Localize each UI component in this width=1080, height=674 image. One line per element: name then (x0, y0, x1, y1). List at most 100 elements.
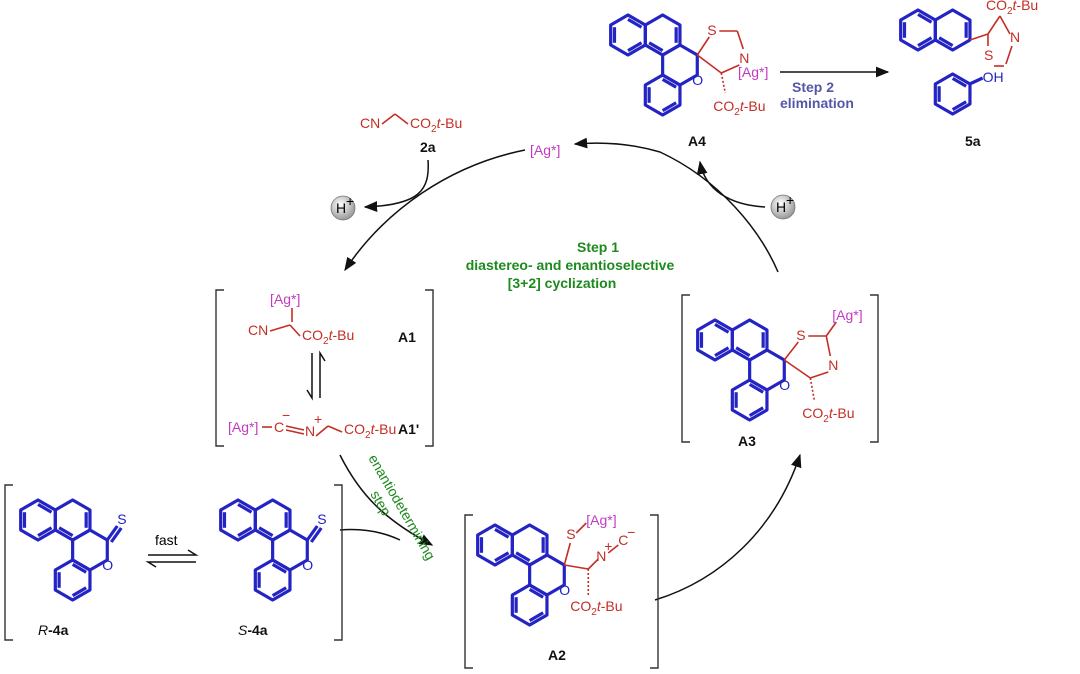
ester-part: t (1013, 0, 1018, 13)
A2-ester: CO2t-Bu (570, 598, 622, 618)
step2-catalyst: [Ag*] (738, 64, 768, 80)
4a-bracket-right (334, 484, 343, 641)
step1-cyclization: [3+2] cyclization (508, 275, 617, 291)
ester-part: CO (570, 598, 591, 614)
OH-bond (968, 76, 984, 86)
equilibrium-A1-up (319, 350, 326, 398)
minus-charge: − (627, 524, 635, 540)
double-bond (938, 36, 954, 47)
nitrogen-atom: N (739, 50, 749, 66)
double-bond (648, 41, 664, 52)
ester-part: t (740, 98, 745, 114)
oxygen-atom: O (779, 377, 790, 393)
double-bond (71, 563, 87, 574)
label-A1: A1 (398, 329, 416, 345)
A3-bracket-right (870, 294, 879, 443)
2a-cyano: CN (360, 115, 380, 131)
2a-bond (381, 113, 396, 125)
ester-part: t (829, 405, 834, 421)
ester-part: 2 (1007, 6, 1013, 17)
S-Ag-bond (575, 522, 587, 534)
A1p-nitrogen: N (305, 423, 315, 439)
ring-bond (783, 359, 811, 379)
double-bond (917, 13, 933, 24)
naphthalene-ring-right (933, 8, 972, 52)
double-bond (951, 100, 967, 111)
double-bond (627, 18, 643, 29)
nitrogen-atom: N (596, 548, 606, 564)
benzene-ring (730, 378, 769, 422)
ester-part: CO (344, 421, 365, 437)
arrow-H-out-to-A4 (696, 160, 766, 208)
catalyst-label: [Ag*] (832, 307, 862, 323)
cycle-arrow-to-A2 (339, 454, 434, 546)
ring-bond (696, 54, 722, 74)
ester-part: CO (410, 115, 431, 131)
catalyst-top: [Ag*] (530, 142, 560, 158)
sulfur-atom: S (117, 511, 126, 527)
double-bond (237, 526, 253, 537)
A2-bracket-right (650, 514, 659, 669)
ring-bond (783, 341, 799, 361)
benzene-ring (510, 583, 549, 627)
cycle-arrow-top-left (344, 149, 526, 272)
nitrogen-atom: N (828, 357, 838, 373)
sulfur-atom: S (796, 327, 805, 343)
A1p-ester: CO2t-Bu (344, 421, 396, 441)
equilibrium-fast-forward (148, 549, 199, 556)
double-bond (748, 406, 764, 417)
ester-part: 2 (734, 107, 740, 118)
benzene-ring (253, 558, 292, 602)
double-bond (627, 41, 643, 52)
double-bond (917, 36, 933, 47)
double-bond (735, 346, 751, 357)
ester-part: t (371, 421, 376, 437)
ester-part: t (329, 327, 334, 343)
double-bond (258, 526, 274, 537)
C-ester-bond (809, 377, 816, 401)
proton-out-left-ball (330, 195, 356, 221)
ring-bond (696, 36, 710, 56)
plus-charge: + (314, 411, 322, 427)
molecules (19, 8, 1013, 627)
ester-part: 2 (591, 607, 597, 618)
ester-part: t (437, 115, 442, 131)
C-S-bond (563, 542, 572, 566)
ring-bond (720, 64, 740, 74)
brackets (4, 289, 879, 669)
compound-number: -4a (247, 622, 267, 638)
proton-out-left-symbol: H (336, 200, 346, 216)
C-N-bond (587, 558, 599, 570)
oxygen-atom: O (559, 582, 570, 598)
ring-bond (736, 30, 745, 50)
ester-part: CO (986, 0, 1007, 13)
double-bond (237, 503, 253, 514)
A1-bond (289, 324, 301, 337)
C-Ag-bond (825, 321, 837, 337)
A1-cyano: CN (248, 322, 268, 338)
thiazole-bond (1005, 45, 1013, 65)
stereo-prefix: R (38, 622, 48, 638)
A1p-catalyst: [Ag*] (228, 419, 258, 435)
stereo-prefix: S (238, 622, 248, 638)
label-2a: 2a (420, 139, 436, 155)
isocyanide-bond (607, 544, 619, 554)
r-4a-label: R-4a (38, 622, 69, 638)
2a-ester: CO2t-Bu (410, 115, 462, 135)
A1-catalyst: [Ag*] (270, 291, 300, 307)
A1-bracket-right (425, 289, 434, 447)
plus-charge: + (604, 538, 612, 554)
double-bond (71, 586, 87, 597)
ester-part: 2 (323, 336, 329, 347)
thione-bond (309, 527, 323, 543)
proton-in-right-ball (770, 194, 796, 220)
double-bond (951, 77, 967, 88)
ester-part: -Bu (744, 98, 766, 114)
label-5a: 5a (965, 133, 981, 149)
step2-title: Step 2 (792, 79, 834, 95)
A3-bracket-left (681, 294, 690, 443)
double-bond (528, 611, 544, 622)
ester-part: t (597, 598, 602, 614)
double-bond (494, 528, 510, 539)
